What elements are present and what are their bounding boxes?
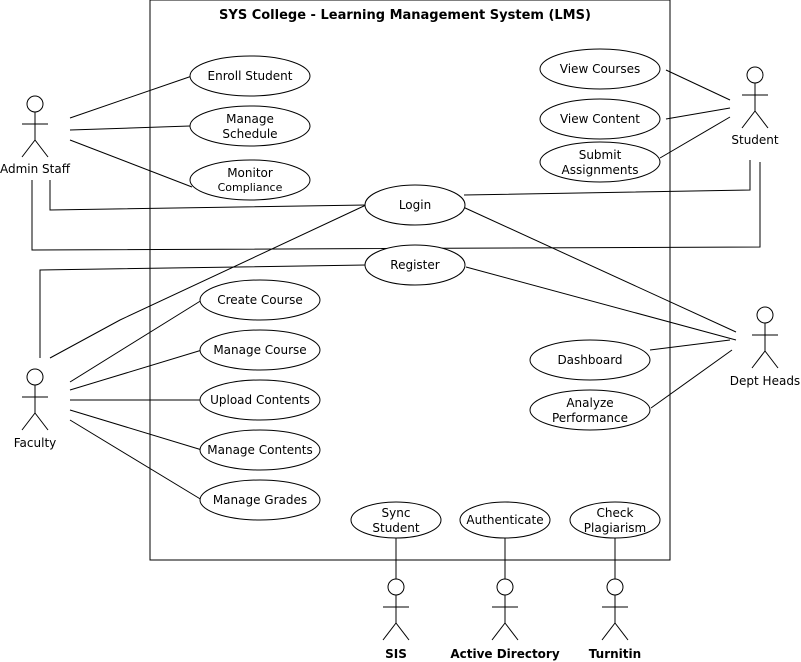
svg-text:Student: Student <box>372 521 420 535</box>
svg-text:View Content: View Content <box>560 112 640 126</box>
use-case-manage-course: Manage Course <box>199 329 321 371</box>
use-case-manage-contents: Manage Contents <box>199 429 321 471</box>
svg-text:Manage: Manage <box>226 112 274 126</box>
use-case-register: Register <box>364 244 466 286</box>
svg-text:Analyze: Analyze <box>566 396 613 410</box>
use-case-check-plagiarism: Check Plagiarism <box>569 501 661 539</box>
svg-text:Turnitin: Turnitin <box>589 647 641 661</box>
svg-text:View Courses: View Courses <box>560 62 640 76</box>
svg-text:Dashboard: Dashboard <box>557 353 622 367</box>
actor-active-directory: Active Directory <box>450 578 560 661</box>
actor-admin-staff: Admin Staff <box>0 95 71 176</box>
use-case-submit-assignments: Submit Assignments <box>539 141 661 183</box>
actor-sis: SIS <box>382 578 410 661</box>
use-case-upload-contents: Upload Contents <box>199 379 321 421</box>
use-case-analyze-performance: Analyze Performance <box>529 389 651 431</box>
svg-text:Performance: Performance <box>552 411 628 425</box>
stick-figure-icon <box>601 578 629 641</box>
actor-faculty: Faculty <box>14 368 57 450</box>
stick-figure-icon <box>491 578 519 641</box>
svg-text:Compliance: Compliance <box>218 181 283 194</box>
use-case-monitor-compliance: Monitor Compliance <box>189 159 311 201</box>
svg-text:Submit: Submit <box>579 148 622 162</box>
svg-text:Manage Contents: Manage Contents <box>207 443 312 457</box>
svg-text:Monitor: Monitor <box>227 166 273 180</box>
svg-text:Active Directory: Active Directory <box>450 647 560 661</box>
stick-figure-icon <box>741 66 769 129</box>
use-case-view-content: View Content <box>539 98 661 140</box>
svg-text:Enroll Student: Enroll Student <box>208 69 293 83</box>
svg-text:Faculty: Faculty <box>14 436 57 450</box>
stick-figure-icon <box>751 306 779 369</box>
svg-text:Create Course: Create Course <box>217 293 303 307</box>
use-case-manage-grades: Manage Grades <box>199 479 321 521</box>
system-title: SYS College - Learning Management System… <box>219 8 591 23</box>
use-case-view-courses: View Courses <box>539 48 661 90</box>
actor-turnitin: Turnitin <box>589 578 641 661</box>
svg-text:Authenticate: Authenticate <box>466 513 543 527</box>
stick-figure-icon <box>21 95 49 158</box>
use-case-login: Login <box>364 184 466 226</box>
system-boundary <box>149 0 671 561</box>
use-case-create-course: Create Course <box>199 279 321 321</box>
actor-dept-heads: Dept Heads <box>730 306 800 388</box>
svg-text:Assignments: Assignments <box>562 163 639 177</box>
actor-student: Student <box>731 66 779 147</box>
use-case-sync-student: Sync Student <box>350 501 442 539</box>
svg-text:Admin Staff: Admin Staff <box>0 162 71 176</box>
use-case-manage-schedule: Manage Schedule <box>189 105 311 147</box>
svg-text:Login: Login <box>399 198 431 212</box>
svg-text:Sync: Sync <box>382 506 411 520</box>
svg-text:Upload Contents: Upload Contents <box>210 393 310 407</box>
svg-text:SIS: SIS <box>385 647 407 661</box>
svg-text:Plagiarism: Plagiarism <box>584 521 646 535</box>
svg-text:Manage Course: Manage Course <box>213 343 306 357</box>
svg-text:Dept Heads: Dept Heads <box>730 374 800 388</box>
svg-text:Manage Grades: Manage Grades <box>213 493 307 507</box>
stick-figure-icon <box>21 368 49 431</box>
stick-figure-icon <box>382 578 410 641</box>
svg-text:Schedule: Schedule <box>222 127 277 141</box>
use-case-enroll-student: Enroll Student <box>189 55 311 97</box>
use-case-dashboard: Dashboard <box>529 339 651 381</box>
use-case-authenticate: Authenticate <box>459 501 551 539</box>
svg-text:Register: Register <box>390 258 439 272</box>
svg-text:Student: Student <box>731 133 779 147</box>
svg-text:Check: Check <box>597 506 634 520</box>
